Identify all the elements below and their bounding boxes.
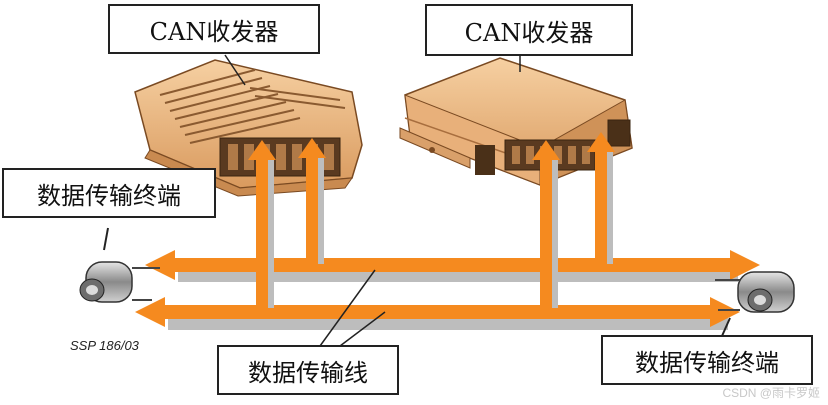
figure-code: SSP 186/03 bbox=[70, 338, 139, 353]
bus-lower-wire bbox=[135, 297, 740, 330]
bus-upper-wire bbox=[145, 250, 760, 282]
right-ecu-connections bbox=[532, 132, 615, 308]
right-terminator bbox=[715, 271, 795, 337]
label-can-transceiver-right: CAN收发器 bbox=[425, 4, 633, 56]
left-ecu-module bbox=[134, 59, 363, 197]
label-bus-line: 数据传输线 bbox=[217, 345, 399, 395]
pointer-lines bbox=[224, 54, 521, 347]
watermark: CSDN @雨卡罗姬 bbox=[722, 386, 820, 400]
left-terminator bbox=[79, 227, 160, 303]
label-can-transceiver-left: CAN收发器 bbox=[108, 4, 320, 54]
label-termination-left: 数据传输终端 bbox=[2, 168, 216, 218]
left-ecu-connections bbox=[248, 138, 326, 308]
label-termination-right: 数据传输终端 bbox=[601, 335, 813, 385]
